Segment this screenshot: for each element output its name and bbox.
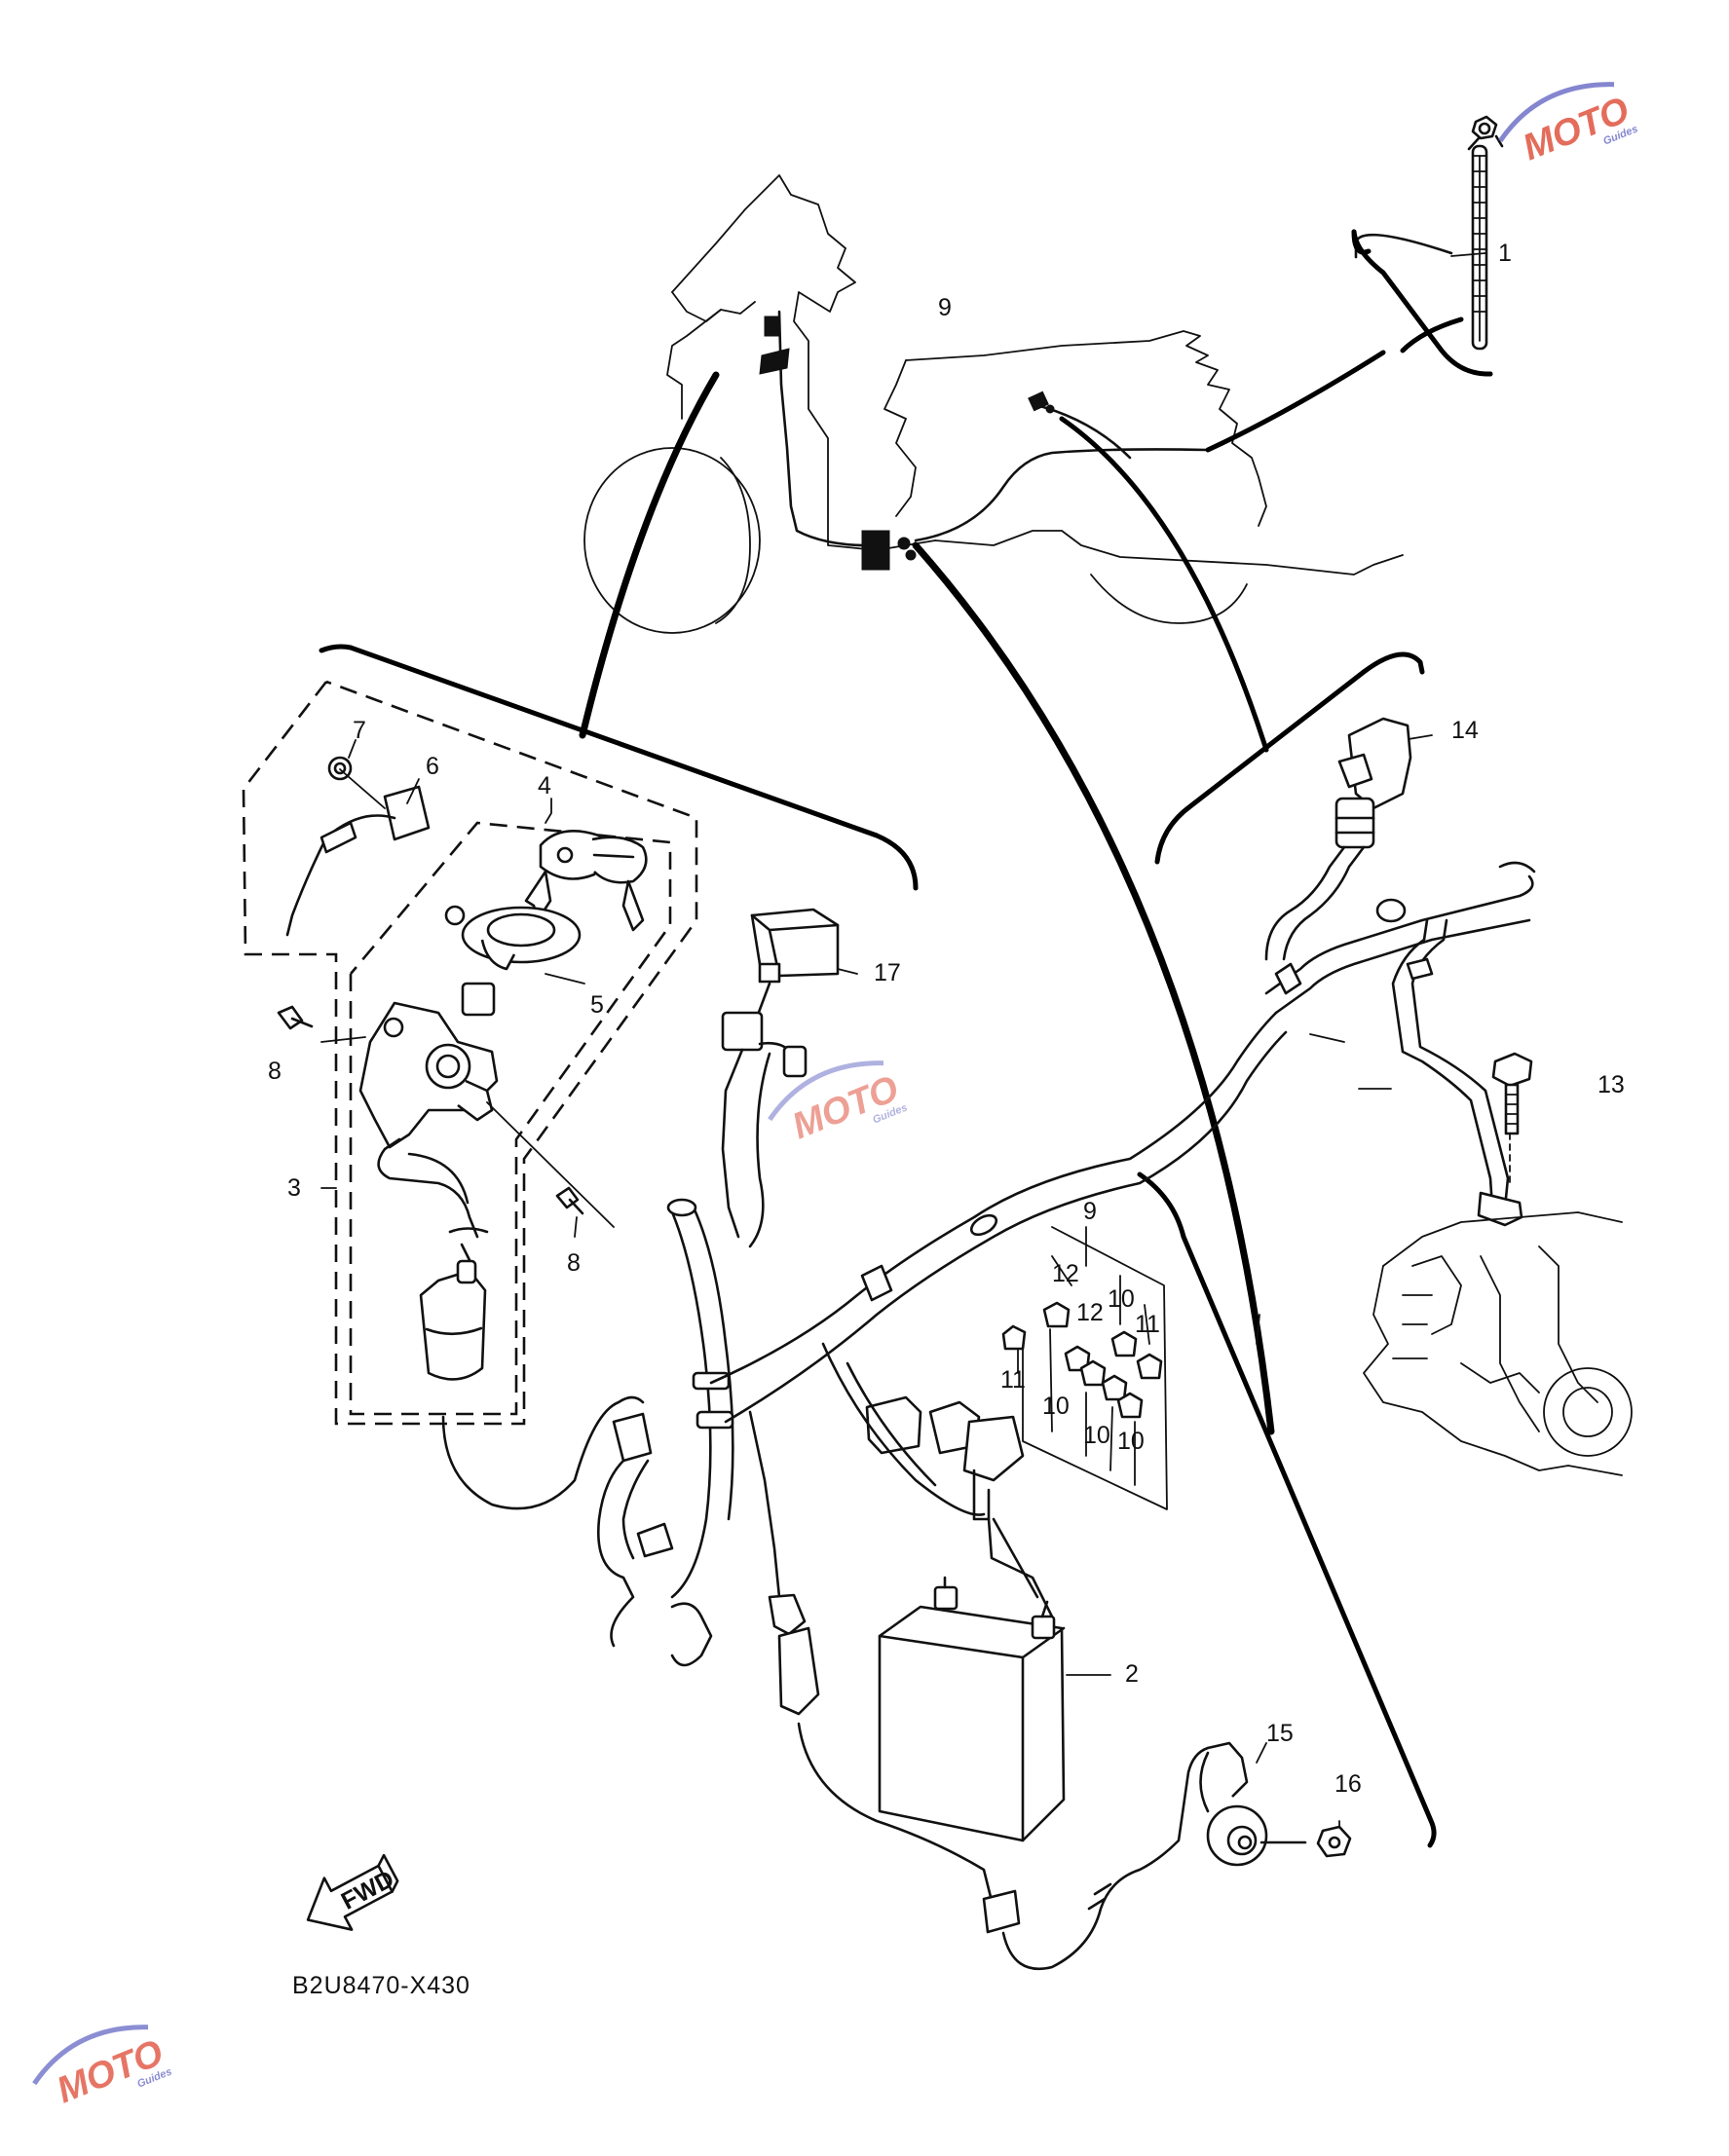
part-6-7-plate-screw xyxy=(285,756,431,937)
fuse-box-area xyxy=(1001,1226,1168,1510)
part-13-bolt xyxy=(1491,1052,1533,1184)
callout-9-top: 9 xyxy=(938,294,952,321)
fwd-arrow-icon: FWD xyxy=(306,1853,399,1931)
fuse-box-cluster xyxy=(821,1342,1054,1618)
callout-16: 16 xyxy=(1334,1770,1362,1798)
part-5-cap xyxy=(444,905,582,1017)
main-wire-harness xyxy=(666,861,1536,1599)
part-1-cable-tie xyxy=(1467,115,1504,351)
leader-arcs xyxy=(579,233,1464,1435)
callout-8-right: 8 xyxy=(567,1249,581,1277)
watermark-logo-top: MOTO Guides xyxy=(1498,82,1639,168)
watermark-logo-bottom: MOTO Guides xyxy=(32,2025,173,2111)
engine-outline xyxy=(1363,1211,1633,1476)
callout-8-left: 8 xyxy=(268,1058,282,1085)
callout-7: 7 xyxy=(353,717,366,744)
diagram-code: B2U8470-X430 xyxy=(292,1972,470,1999)
part-4-keys xyxy=(524,830,648,932)
callout-12-a: 12 xyxy=(1052,1260,1079,1287)
svg-text:MOTO: MOTO xyxy=(787,1068,905,1147)
callout-15: 15 xyxy=(1266,1720,1294,1747)
part-2-battery xyxy=(878,1517,1066,1842)
callout-10-d: 10 xyxy=(1117,1428,1145,1455)
callout-5: 5 xyxy=(590,991,604,1019)
callout-labels: 1 9 7 6 4 14 17 5 8 13 3 9 8 12 10 12 11… xyxy=(268,240,1625,1999)
part-17-relay xyxy=(721,908,840,1248)
part-3-main-switch xyxy=(358,1001,499,1381)
callout-leaders xyxy=(320,252,1486,1832)
callout-2: 2 xyxy=(1125,1660,1139,1688)
detail-brackets xyxy=(319,229,1493,1848)
svg-text:MOTO: MOTO xyxy=(52,2032,169,2111)
part-16-bolt xyxy=(1316,1825,1352,1858)
callout-11-b: 11 xyxy=(1000,1366,1026,1394)
part-8-screws xyxy=(277,1005,584,1215)
main-harness-overview xyxy=(759,310,1210,571)
callout-10-b: 10 xyxy=(1042,1393,1070,1420)
callout-1: 1 xyxy=(1498,240,1512,267)
callout-14: 14 xyxy=(1451,717,1479,744)
callout-11-a: 11 xyxy=(1135,1311,1160,1338)
motorcycle-silhouette xyxy=(583,174,1404,634)
callout-17: 17 xyxy=(874,959,901,986)
callout-4: 4 xyxy=(538,772,551,799)
part-14-coupler xyxy=(1264,717,1412,961)
callout-10-a: 10 xyxy=(1108,1285,1135,1313)
lower-harness xyxy=(441,1395,1210,1971)
callout-9-fuse: 9 xyxy=(1083,1198,1097,1225)
ignition-kit-boxes xyxy=(242,680,698,1426)
part-15-horn xyxy=(1199,1741,1307,1867)
svg-text:MOTO: MOTO xyxy=(1518,90,1635,168)
callout-12-b: 12 xyxy=(1076,1299,1104,1326)
callout-10-c: 10 xyxy=(1083,1422,1110,1449)
callout-6: 6 xyxy=(426,753,439,780)
callout-13: 13 xyxy=(1597,1071,1625,1098)
callout-3: 3 xyxy=(287,1174,301,1202)
